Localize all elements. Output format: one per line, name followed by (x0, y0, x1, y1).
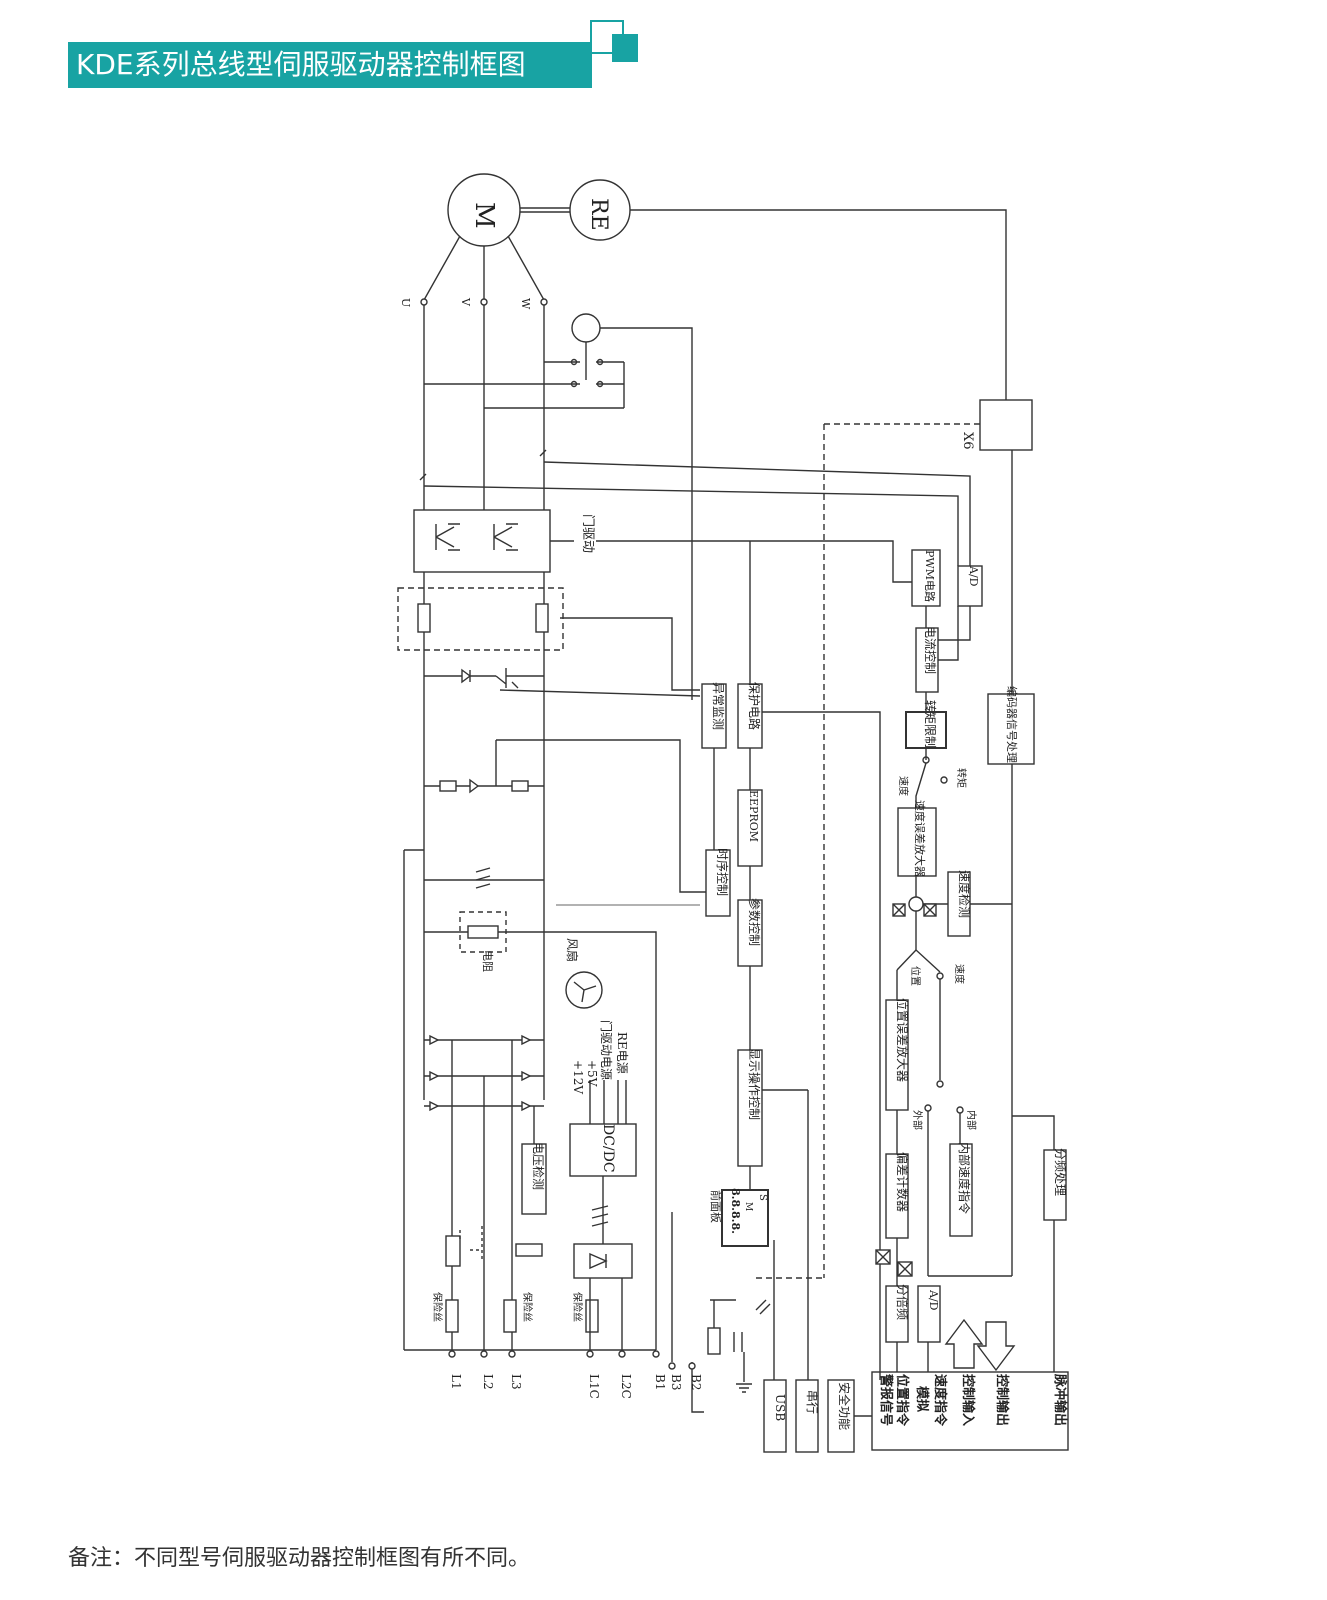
current-ctrl-label: 电流控制 (923, 626, 937, 674)
display-ctrl-label: 显示操作控制 (747, 1048, 762, 1120)
divider-label: 分频处理 (1053, 1148, 1067, 1196)
internal-speed-label: 内部速度指令 (957, 1142, 972, 1214)
fan-symbol (565, 971, 603, 1009)
terminal-b1: B1 (653, 1374, 667, 1390)
resistor-label: 电阻 (481, 950, 494, 972)
eeprom-label: EEPROM (747, 790, 760, 842)
encoder-proc-label: 编码器信号处理 (1005, 686, 1019, 763)
protect-label: 保护电路 (747, 682, 762, 730)
page-title: KDE系列总线型伺服驱动器控制框图 (76, 48, 526, 81)
io-speed-cmd: 速度指令 (932, 1374, 948, 1427)
torque-switch-label: 转矩 (955, 768, 968, 788)
speed-amp-block (897, 807, 937, 877)
ad-input-block (917, 1285, 941, 1343)
divider-block (1043, 1149, 1067, 1221)
terminal-l1c: L1C (587, 1374, 601, 1399)
position-switch-label: 位置 (909, 966, 922, 986)
input-arrow-icon (944, 1318, 984, 1369)
panel-digits: 8.8.8.8. (729, 1188, 742, 1234)
ad-current-label: A/D (967, 565, 980, 587)
brake-relay-coil (571, 313, 601, 343)
power-out-12v: +12V (571, 1060, 585, 1094)
usb-port[interactable] (763, 1379, 787, 1453)
footer-note: 备注：不同型号伺服驱动器控制框图有所不同。 (68, 1546, 531, 1571)
motor-label: M (469, 202, 499, 229)
usb-label: USB (773, 1394, 787, 1421)
external-label: 外部 (911, 1110, 924, 1130)
io-pos-cmd: 位置指令 (894, 1374, 910, 1427)
safety-label: 安全功能 (837, 1382, 852, 1430)
igbt-bridge (413, 509, 551, 573)
multiplier-label: 分倍频 (895, 1284, 910, 1320)
power-out-gate: 门驱动电源 (599, 1020, 614, 1080)
pos-amp-label: 位置误差放大器 (895, 998, 910, 1082)
terminal-l3: L3 (509, 1374, 523, 1390)
speed-switch-label: 速度 (897, 776, 910, 796)
current-sensor-box (397, 587, 564, 651)
voltage-detect-label: 电压检测 (531, 1142, 546, 1190)
pwm-label: PWM电路 (923, 550, 936, 602)
phase-v-label: V (459, 297, 472, 307)
fuse3-label: 保险丝 (571, 1292, 584, 1322)
torque-limit-label: 转矩限制 (923, 700, 938, 748)
param-label: 参数控制 (747, 898, 762, 946)
io-connector (871, 1371, 1069, 1451)
io-alarm: 警报信号 (878, 1374, 894, 1426)
fault-detect-label: 异常监测 (711, 682, 725, 730)
header-decoration-solid (612, 34, 638, 62)
serial-label: 串行 (805, 1390, 819, 1414)
gate-drive-label: 门驱动 (580, 514, 595, 553)
internal-speed-block (949, 1143, 973, 1237)
power-out-re: RE电源 (615, 1032, 629, 1074)
front-panel-label: 前面板 (709, 1190, 723, 1223)
io-analog: 模拟 (914, 1386, 930, 1412)
phase-u-label: U (399, 298, 412, 307)
fan-label: 风扇 (565, 938, 580, 962)
internal-label: 内部 (965, 1110, 978, 1130)
encoder-label: RE (586, 198, 611, 231)
terminal-b2: B2 (689, 1374, 703, 1390)
terminal-l2: L2 (481, 1374, 495, 1390)
power-out-5v: +5V (585, 1060, 599, 1087)
speed-amp-label: 速度误差放大器 (913, 800, 927, 877)
panel-m-label: M (743, 1202, 753, 1211)
panel-s-label: S (757, 1194, 768, 1201)
terminal-b3: B3 (669, 1374, 683, 1390)
x6-label: X6 (960, 432, 975, 450)
deviation-counter-label: 偏差计数器 (895, 1152, 910, 1212)
fuse1-label: 保险丝 (431, 1292, 444, 1322)
io-ctrl-out: 控制输出 (994, 1374, 1010, 1426)
io-ctrl-in: 控制输入 (960, 1374, 976, 1426)
serial-port[interactable] (795, 1379, 819, 1453)
terminal-l1: L1 (449, 1374, 463, 1390)
sequence-block (705, 849, 731, 917)
encoder-proc-block (987, 693, 1035, 765)
io-pulse-out: 脉冲输出 (1052, 1373, 1068, 1426)
x6-connector (979, 399, 1033, 451)
phase-w-label: W (519, 298, 532, 310)
terminal-l2c: L2C (619, 1374, 633, 1399)
dcdc-label: DC/DC (600, 1124, 616, 1173)
output-arrow-icon (976, 1321, 1016, 1372)
speed-switch2-label: 速度 (953, 964, 966, 984)
speed-detect-label: 速度检测 (957, 870, 972, 918)
sequence-label: 时序控制 (715, 848, 730, 896)
fuse2-label: 保险丝 (521, 1292, 534, 1322)
header-bar (68, 42, 592, 88)
front-panel (721, 1189, 769, 1247)
ad-input-label: A/D (927, 1289, 940, 1311)
